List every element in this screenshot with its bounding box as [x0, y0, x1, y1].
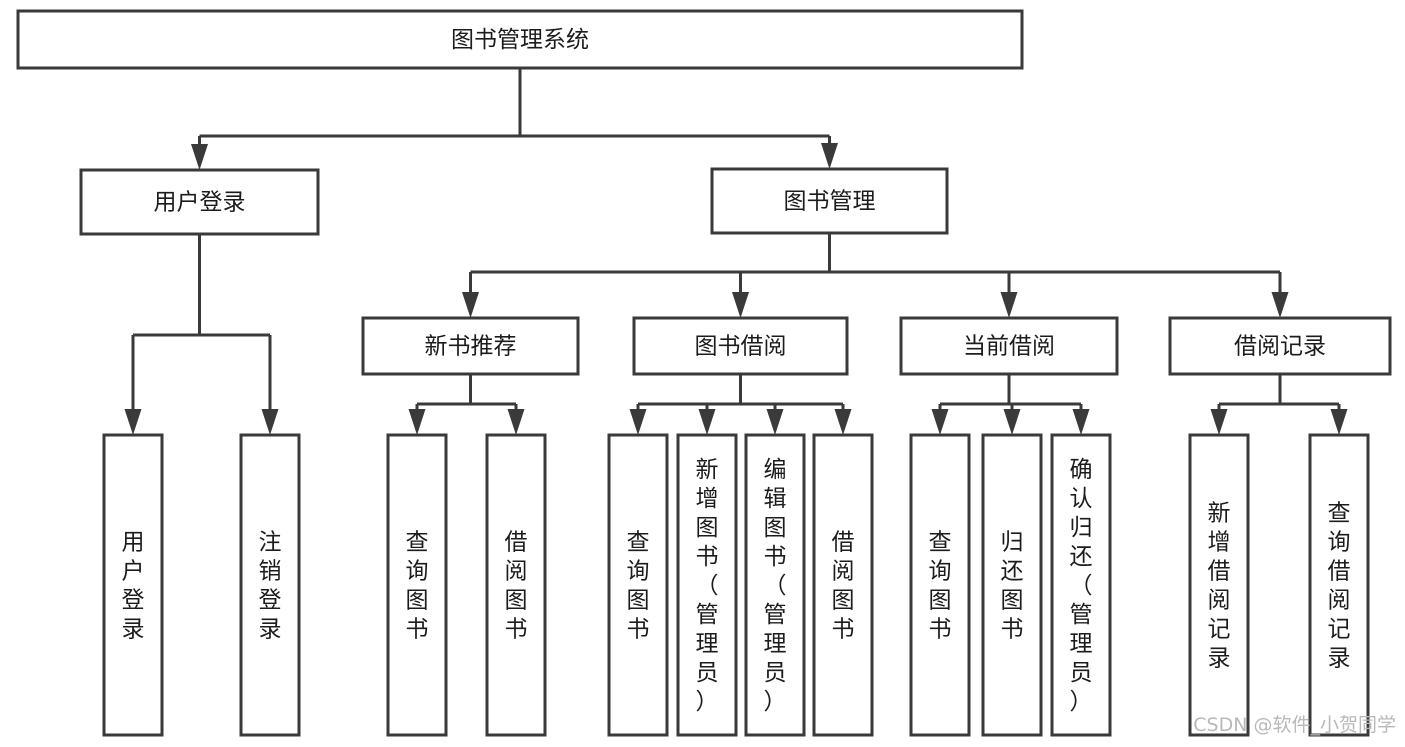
node-box	[812, 433, 874, 737]
node-box	[676, 433, 738, 737]
node-layer: 图书管理系统用户登录图书管理新书推荐图书借阅当前借阅借阅记录用户登录注销登录查询…	[16, 9, 1392, 737]
node-leaf-edit-book[interactable]: 编辑图书（管理员）	[744, 433, 806, 737]
connector-layer	[124, 68, 1348, 435]
node-box	[102, 433, 164, 737]
node-label: 图书管理系统	[451, 27, 589, 53]
node-label: 图书借阅	[695, 334, 787, 360]
node-leaf-return-book[interactable]: 归还图书	[981, 433, 1043, 737]
arrow-head-icon	[1271, 292, 1289, 318]
node-label: 编辑图书（管理员）	[764, 457, 787, 715]
node-box	[361, 316, 580, 376]
node-box	[710, 167, 949, 235]
node-label: 查询借阅记录	[1328, 501, 1351, 672]
arrow-head-icon	[1210, 409, 1228, 435]
node-label: 用户登录	[122, 530, 145, 643]
arrow-head-icon	[1000, 292, 1018, 318]
node-leaf-query-book-2[interactable]: 查询图书	[607, 433, 669, 737]
node-label: 注销登录	[259, 530, 282, 643]
node-box	[744, 433, 806, 737]
arrow-head-icon	[629, 409, 647, 435]
node-box	[485, 433, 547, 737]
node-leaf-query-book-3[interactable]: 查询图书	[909, 433, 971, 737]
node-leaf-add-record[interactable]: 新增借阅记录	[1188, 433, 1250, 737]
arrow-head-icon	[124, 409, 142, 435]
node-box	[607, 433, 669, 737]
node-box	[909, 433, 971, 737]
node-label: 查询图书	[406, 530, 429, 643]
node-box	[981, 433, 1043, 737]
node-leaf-borrow-book-2[interactable]: 借阅图书	[812, 433, 874, 737]
arrow-head-icon	[408, 409, 426, 435]
node-label: 新书推荐	[425, 334, 517, 360]
node-label: 借阅图书	[505, 530, 528, 643]
node-l2-user-login[interactable]: 用户登录	[79, 168, 320, 236]
node-label: 归还图书	[1001, 530, 1024, 643]
arrow-head-icon	[732, 292, 749, 318]
node-box	[16, 9, 1024, 70]
node-label: 借阅图书	[832, 530, 855, 643]
node-box	[1168, 316, 1392, 376]
node-box	[386, 433, 448, 737]
arrow-head-icon	[191, 144, 208, 170]
node-root[interactable]: 图书管理系统	[16, 9, 1024, 70]
node-label: 查询图书	[627, 530, 650, 643]
arrow-head-icon	[1072, 409, 1090, 435]
node-box	[899, 316, 1119, 376]
node-leaf-confirm-return[interactable]: 确认归还（管理员）	[1050, 433, 1112, 737]
node-leaf-add-book[interactable]: 新增图书（管理员）	[676, 433, 738, 737]
arrow-head-icon	[462, 292, 479, 318]
arrow-head-icon	[821, 143, 838, 169]
node-leaf-logout[interactable]: 注销登录	[239, 433, 301, 737]
node-box	[1188, 433, 1250, 737]
arrow-head-icon	[698, 409, 716, 435]
arrow-head-icon	[507, 409, 525, 435]
node-leaf-borrow-book-1[interactable]: 借阅图书	[485, 433, 547, 737]
node-l2-book-manage[interactable]: 图书管理	[710, 167, 949, 235]
node-box	[79, 168, 320, 236]
arrow-head-icon	[261, 409, 279, 435]
node-label: 新增借阅记录	[1208, 501, 1231, 672]
node-box	[632, 316, 849, 376]
node-l3-records[interactable]: 借阅记录	[1168, 316, 1392, 376]
node-leaf-query-record[interactable]: 查询借阅记录	[1308, 433, 1370, 737]
node-label: 新增图书（管理员）	[696, 457, 719, 715]
node-l3-current[interactable]: 当前借阅	[899, 316, 1119, 376]
arrow-head-icon	[931, 409, 949, 435]
node-leaf-query-book-1[interactable]: 查询图书	[386, 433, 448, 737]
node-box	[1308, 433, 1370, 737]
node-l3-new-book[interactable]: 新书推荐	[361, 316, 580, 376]
node-leaf-user-login[interactable]: 用户登录	[102, 433, 164, 737]
arrow-head-icon	[1330, 409, 1348, 435]
arrow-head-icon	[834, 409, 852, 435]
node-label: 图书管理	[784, 189, 876, 215]
watermark-label: CSDN @软件_小贺同学	[1193, 714, 1396, 736]
node-label: 用户登录	[154, 190, 246, 216]
node-l3-borrow[interactable]: 图书借阅	[632, 316, 849, 376]
node-box	[1050, 433, 1112, 737]
node-box	[239, 433, 301, 737]
arrow-head-icon	[766, 409, 784, 435]
node-label: 借阅记录	[1234, 334, 1326, 360]
node-label: 确认归还（管理员）	[1070, 457, 1093, 715]
node-label: 当前借阅	[963, 334, 1055, 360]
node-label: 查询图书	[929, 530, 952, 643]
arrow-head-icon	[1003, 409, 1021, 435]
